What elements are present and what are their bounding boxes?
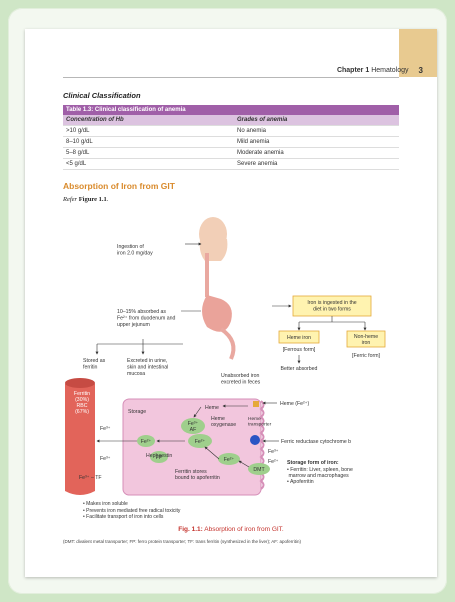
figure-abbreviations: (DMT: divalent metal transporter; FP: fe…: [63, 539, 403, 544]
document-page: Chapter 1 Hematology 3 Clinical Classifi…: [25, 29, 437, 577]
vessel-fe3-label: Fe³⁺: [100, 456, 111, 462]
svg-text:DMT: DMT: [253, 467, 265, 473]
storage-label: Storage: [128, 409, 146, 415]
better-absorbed-label: Better absorbed: [281, 366, 318, 372]
fe3-entry-label: Fe³⁺: [268, 449, 279, 455]
svg-text:Fe²⁺: Fe²⁺: [224, 457, 235, 463]
dmt-oval: DMT: [248, 463, 270, 475]
figure-caption-text: Absorption of iron from GIT.: [204, 526, 283, 533]
fe3-tf-label: Fe³⁺ – TF: [79, 475, 102, 481]
fe-oval-left: Fe²⁺: [137, 435, 155, 447]
svg-text:AF: AF: [190, 427, 197, 433]
fe-oval-right: Fe²⁺: [218, 453, 240, 465]
figure-caption: Fig. 1.1: Absorption of iron from GIT.: [25, 526, 437, 533]
digestive-tract-illustration: [202, 253, 233, 359]
vessel-fe3-label: Fe³⁺: [100, 426, 111, 432]
function-bullets: • Makes iron soluble • Prevents iron med…: [83, 501, 180, 521]
ferric-reductase-label: Ferric reductase cytochrome b: [281, 439, 351, 445]
ferrous-form-label: [Ferrous form]: [283, 347, 316, 353]
svg-text:Fe²⁺: Fe²⁺: [195, 439, 206, 445]
fe2-entry-label: Fe²⁺: [268, 459, 279, 465]
heme-label: Heme: [205, 405, 219, 411]
hephaestin-label: Hephaestin: [146, 453, 172, 459]
fe-oval-af: Fe³⁺ AF: [181, 418, 205, 434]
bullet-item: • Facilitate transport of iron into cell…: [83, 514, 180, 521]
heme-fe-label: Heme (Fe²⁺): [280, 401, 310, 407]
svg-text:Fe²⁺: Fe²⁺: [141, 439, 152, 445]
heme-transporter-marker: [253, 401, 259, 407]
human-head-illustration: [199, 217, 227, 261]
storage-form-list: • Ferritin: Liver, spleen, bone marrow a…: [287, 467, 353, 485]
heme-iron-label: Heme iron: [287, 335, 311, 341]
ferric-form-label: [Ferric form]: [352, 353, 381, 359]
figure-label: Fig. 1.1:: [178, 526, 203, 533]
fe-oval-center: Fe²⁺: [188, 434, 212, 448]
storage-form-title: Storage form of iron:: [287, 460, 339, 466]
